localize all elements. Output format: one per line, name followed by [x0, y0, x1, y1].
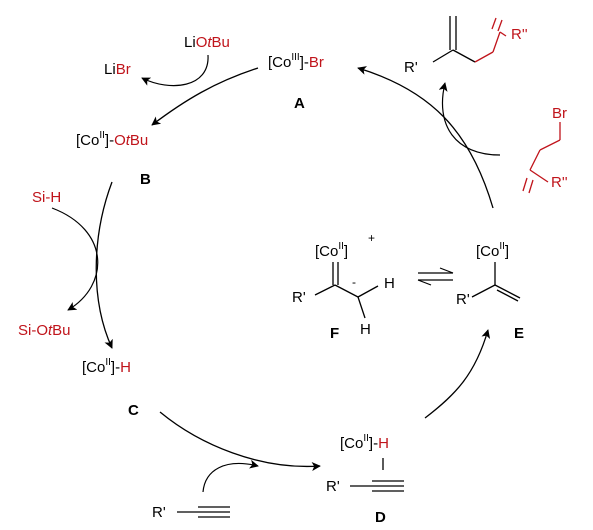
- co-text: [Co: [340, 435, 364, 452]
- label-e: E: [514, 325, 525, 342]
- species-e-r-group: R': [456, 291, 470, 308]
- arrow-allyl-in-product-out: [438, 82, 501, 156]
- species-f-r-group: R': [292, 289, 306, 306]
- species-f-h-bottom: H: [360, 321, 371, 338]
- co-bracket: ]: [504, 243, 510, 260]
- oxidation-state: III: [291, 52, 300, 63]
- species-d-formula: [CoII]-H: [340, 433, 389, 452]
- li-text: Li: [184, 34, 196, 51]
- arrow-e-to-a: [357, 66, 494, 209]
- reagent-libr: LiBr: [104, 62, 131, 77]
- br-text: Br: [115, 61, 131, 78]
- oxidation-state: II: [363, 433, 369, 444]
- t-text: t: [48, 322, 53, 339]
- label-c: C: [128, 402, 139, 419]
- o-text: O: [195, 34, 208, 51]
- product-r-prime: R': [404, 59, 418, 76]
- si-text: Si-O: [18, 322, 48, 339]
- co-text: [Co: [268, 54, 292, 71]
- species-f-positive-charge: +: [368, 231, 376, 245]
- o-text: O: [114, 132, 126, 149]
- arrow-alkyne-entry: [202, 459, 259, 493]
- species-f-negative-charge: -: [352, 275, 356, 289]
- label-d: D: [375, 509, 386, 526]
- ligand-h: H: [120, 359, 131, 376]
- label-b: B: [140, 171, 151, 188]
- li-text: Li: [104, 61, 116, 78]
- t-text: t: [125, 132, 130, 149]
- co-text: [Co: [315, 243, 339, 260]
- arrow-sih-to-siotbu: [51, 207, 99, 311]
- allyl-bromide-structure: [522, 122, 561, 194]
- product-structure: [432, 16, 507, 63]
- species-f-h-right: H: [384, 275, 395, 292]
- species-e-structure: [471, 262, 521, 302]
- oxidation-state: II: [499, 241, 505, 252]
- species-d-structure: [350, 458, 404, 492]
- reagent-liotbu: LiOtBu: [184, 35, 230, 50]
- arrow-c-to-d: [159, 411, 321, 472]
- species-d-r-group: R': [326, 478, 340, 495]
- ligand-h: H: [378, 435, 389, 452]
- species-e-formula: [CoII]: [476, 241, 510, 260]
- label-f: F: [330, 325, 340, 342]
- arrow-a-to-b: [151, 67, 259, 126]
- equilibrium-arrows: [417, 267, 454, 286]
- species-a-formula: [CoIII]-Br: [268, 52, 324, 71]
- arrow-b-to-c: [95, 181, 113, 349]
- reagent-sih: Si-H: [32, 189, 62, 206]
- oxidation-state: II: [99, 130, 105, 141]
- ligand-br: Br: [308, 54, 324, 71]
- bu-text: Bu: [129, 132, 149, 149]
- oxidation-state: II: [105, 357, 111, 368]
- co-bracket: ]-: [368, 435, 379, 452]
- product-r-double-prime: R'': [511, 26, 528, 43]
- bu-text: Bu: [52, 322, 71, 339]
- species-f-formula: [CoII]: [315, 241, 349, 260]
- allyl-br: Br: [552, 105, 567, 122]
- allyl-r-double-prime: R'': [551, 174, 568, 191]
- reagent-siotbu: Si-OtBu: [18, 323, 71, 338]
- co-bracket: ]-: [110, 359, 121, 376]
- co-text: [Co: [76, 132, 100, 149]
- oxidation-state: II: [338, 241, 344, 252]
- bu-text: Bu: [211, 34, 230, 51]
- species-c-formula: [CoII]-H: [82, 357, 131, 376]
- co-bracket: ]-: [299, 54, 309, 71]
- co-bracket: ]: [343, 243, 349, 260]
- arrow-d-to-e: [424, 329, 491, 419]
- species-b-formula: [CoII]-OtBu: [76, 130, 149, 149]
- co-text: [Co: [476, 243, 500, 260]
- co-text: [Co: [82, 359, 106, 376]
- label-a: A: [294, 95, 305, 112]
- species-f-structure: [314, 262, 379, 319]
- alkyne-r-group: R': [152, 504, 166, 521]
- arrow-liotbu-to-libr: [141, 54, 209, 87]
- alkyne-structure: [177, 506, 230, 518]
- co-bracket: ]-: [104, 132, 115, 149]
- t-text: t: [207, 34, 212, 51]
